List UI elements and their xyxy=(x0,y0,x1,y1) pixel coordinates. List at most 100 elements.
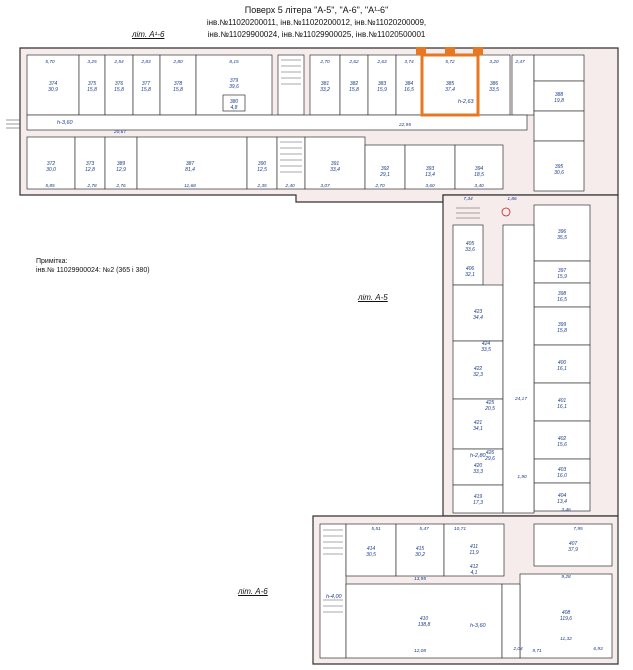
dimension-label: 7,34 xyxy=(463,196,473,202)
room-number: 408 xyxy=(562,610,571,616)
room-number: 380 xyxy=(230,99,239,105)
height-label-1: h-3,60 xyxy=(57,120,74,126)
room-area: 33,5 xyxy=(489,87,499,93)
room-number: 398 xyxy=(558,291,567,297)
room-number: 411 xyxy=(470,544,478,550)
room-area: 15,6 xyxy=(557,442,567,448)
label-lit-a5: літ. А-5 xyxy=(358,293,388,302)
room-number: 412 xyxy=(470,564,479,570)
room-number: 384 xyxy=(405,81,414,87)
room-number: 403 xyxy=(558,467,567,473)
room-399 xyxy=(533,306,591,346)
label-lit-a1-6: літ. А¹-6 xyxy=(132,30,165,39)
room-area: 15,8 xyxy=(114,87,124,93)
room-area: 33,6 xyxy=(465,247,475,253)
room-378 xyxy=(159,54,197,116)
dimension-label: 11,32 xyxy=(560,636,572,642)
room-number: 402 xyxy=(558,436,567,442)
corridor-middle xyxy=(502,224,535,514)
room-number: 388 xyxy=(555,92,564,98)
room-389 xyxy=(104,136,138,190)
height-label-5: h-4,00 xyxy=(326,594,343,600)
room-number: 399 xyxy=(558,322,567,328)
room-387 xyxy=(136,136,248,190)
dimension-label: 24,17 xyxy=(514,396,527,402)
room-number: 405 xyxy=(466,241,475,247)
dimension-label: 1,90 xyxy=(517,474,527,480)
room-number: 395 xyxy=(555,164,564,170)
room-area: 30,0 xyxy=(46,167,56,173)
room-number: 425 xyxy=(486,400,495,406)
room-384 xyxy=(395,54,423,116)
corridor-top xyxy=(26,114,528,131)
room-number: 387 xyxy=(186,161,195,167)
dimension-label: 10,71 xyxy=(454,526,466,532)
room-area: 13,4 xyxy=(557,499,567,505)
room-area: 29,6 xyxy=(484,456,495,462)
room-373 xyxy=(74,136,106,190)
room-number: 410 xyxy=(420,616,429,622)
room-414 xyxy=(345,523,397,577)
dimension-label: 2,04 xyxy=(512,646,523,652)
room-number: 374 xyxy=(49,81,58,87)
room-area: 32,3 xyxy=(473,372,483,378)
room-395 xyxy=(533,140,585,192)
room-area: 33,2 xyxy=(320,87,330,93)
room-area: 20,5 xyxy=(484,406,495,412)
room-area: 16,1 xyxy=(557,404,567,410)
room-area: 37,4 xyxy=(445,87,455,93)
room-area: 37,9 xyxy=(568,547,578,553)
marker-circle xyxy=(501,207,511,217)
dimension-label: 5,47 xyxy=(419,526,429,532)
dimension-label: 2,63 xyxy=(376,59,387,65)
room-number: 393 xyxy=(426,166,435,172)
room-area: 16,5 xyxy=(557,297,567,303)
room-407 xyxy=(533,523,613,567)
room-number: 400 xyxy=(558,360,567,366)
room-number: 426 xyxy=(486,450,495,456)
height-label-3: h-2,80 xyxy=(470,453,487,459)
room-number: 419 xyxy=(474,494,483,500)
room-area: 30,2 xyxy=(415,552,425,558)
room-388 xyxy=(533,110,585,142)
height-label-2: h-2,63 xyxy=(458,99,475,105)
room-number: 383 xyxy=(378,81,387,87)
dimension-label: 12,08 xyxy=(414,648,426,654)
room-number: 376 xyxy=(115,81,124,87)
room-391 xyxy=(304,136,366,190)
room-number: 396 xyxy=(558,229,567,235)
note-title: Примітка: xyxy=(36,258,68,265)
dimension-label: 2,78 xyxy=(86,183,97,189)
height-labels: h-3,60 h-2,63 h-2,80 h-3,60 h-4,00 xyxy=(57,99,487,629)
dimension-label: 11,68 xyxy=(184,183,196,189)
dimension-label: 2,40 xyxy=(284,183,295,189)
dimension-label: 5,51 xyxy=(371,526,381,532)
room-area: 15,9 xyxy=(377,87,387,93)
room-number: 422 xyxy=(474,366,483,372)
room-number: 372 xyxy=(47,161,56,167)
room-number: 391 xyxy=(331,161,340,167)
room-area: 33,5 xyxy=(481,347,491,353)
dimension-label: 3,74 xyxy=(404,59,414,65)
room-390 xyxy=(246,136,278,190)
room-area: 30,9 xyxy=(48,87,58,93)
